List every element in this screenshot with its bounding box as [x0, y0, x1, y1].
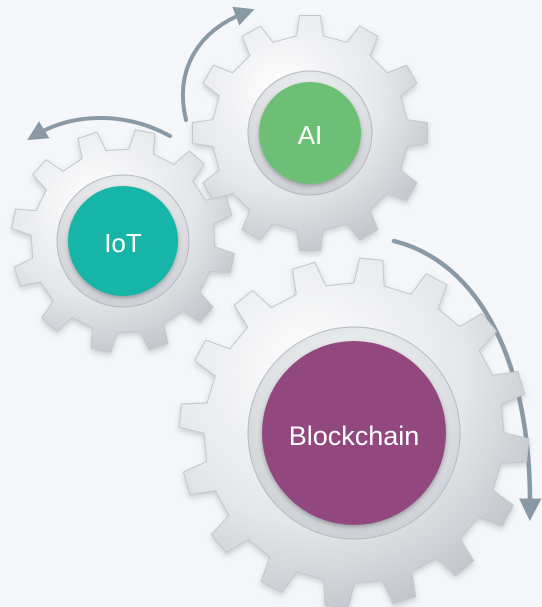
gear-blockchain-label: Blockchain	[289, 421, 420, 451]
arrow-blockchain-rotation	[391, 238, 542, 521]
gear-ai: AI	[192, 15, 428, 251]
gear-blockchain-hub	[262, 341, 446, 525]
gear-iot: IoT	[11, 129, 235, 353]
gear-blockchain: Blockchain	[178, 257, 530, 607]
gear-ai-hub	[259, 82, 361, 184]
gear-iot-label: IoT	[104, 228, 142, 258]
gear-iot-hub	[68, 186, 178, 296]
arrow-ai-rotation	[180, 6, 255, 122]
gear-ai-label: AI	[298, 120, 323, 150]
arrow-iot-rotation	[27, 115, 172, 141]
